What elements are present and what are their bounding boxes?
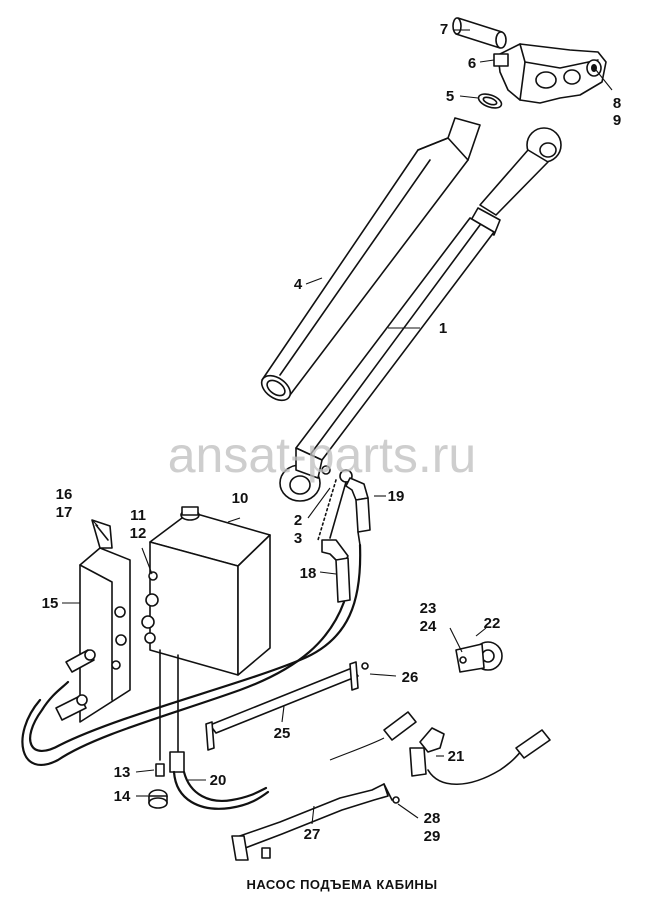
callout-8: 8 bbox=[613, 95, 621, 112]
part-25-support-strap bbox=[205, 661, 369, 751]
part-18-elbow-hose bbox=[321, 539, 351, 603]
hose-end-fitting-a bbox=[329, 711, 417, 761]
part-20-return-hose bbox=[169, 751, 270, 810]
callout-22: 22 bbox=[484, 615, 501, 632]
callout-25: 25 bbox=[274, 725, 291, 742]
callout-23: 23 bbox=[420, 600, 437, 617]
callout-27: 27 bbox=[304, 826, 321, 843]
callout-10: 10 bbox=[232, 490, 249, 507]
callout-28: 28 bbox=[424, 810, 441, 827]
callout-3: 3 bbox=[294, 530, 302, 547]
part-15-mounting-bracket bbox=[55, 519, 131, 723]
callout-11: 11 bbox=[130, 507, 146, 524]
callout-14: 14 bbox=[114, 788, 131, 805]
callout-1: 1 bbox=[439, 320, 447, 337]
part-14-nut bbox=[148, 789, 168, 809]
callout-17: 17 bbox=[56, 504, 73, 521]
callout-9: 9 bbox=[613, 112, 621, 129]
part-21-elbow-fitting bbox=[409, 727, 525, 786]
callout-labels: 7 6 5 8 9 4 1 19 2 3 18 10 11 12 16 17 1… bbox=[42, 21, 622, 845]
part-10-pump-reservoir bbox=[141, 506, 271, 761]
leader-lines bbox=[62, 29, 613, 825]
part-5-clip-ring bbox=[477, 93, 503, 109]
callout-24: 24 bbox=[420, 618, 437, 635]
callout-13: 13 bbox=[114, 764, 131, 781]
callout-16: 16 bbox=[56, 486, 73, 503]
callout-2: 2 bbox=[294, 512, 302, 529]
part-6-upper-bracket bbox=[493, 43, 607, 104]
callout-20: 20 bbox=[210, 772, 227, 789]
hydraulic-hose-run bbox=[21, 543, 362, 767]
diagram-caption: НАСОС ПОДЪЕМА КАБИНЫ bbox=[246, 877, 437, 892]
callout-5: 5 bbox=[446, 88, 454, 105]
part-22-hose-clamp bbox=[455, 641, 503, 673]
part-19-elbow-hose bbox=[345, 477, 371, 546]
callout-4: 4 bbox=[294, 276, 303, 293]
callout-18: 18 bbox=[300, 565, 317, 582]
callout-6: 6 bbox=[468, 55, 476, 72]
callout-19: 19 bbox=[388, 488, 405, 505]
part-1-lift-cylinder bbox=[279, 127, 562, 502]
callout-26: 26 bbox=[402, 669, 419, 686]
part-4-cylinder-cover bbox=[260, 117, 481, 402]
callout-21: 21 bbox=[448, 748, 465, 765]
callout-15: 15 bbox=[42, 595, 59, 612]
callout-12: 12 bbox=[130, 525, 147, 542]
part-7-pin bbox=[452, 17, 507, 49]
part-27-lower-strap bbox=[231, 783, 400, 861]
callout-7: 7 bbox=[440, 21, 448, 38]
watermark-text: ansat-parts.ru bbox=[168, 427, 476, 483]
callout-29: 29 bbox=[424, 828, 441, 845]
part-13-plug bbox=[155, 763, 165, 777]
hose-end-fitting-b bbox=[515, 729, 551, 759]
